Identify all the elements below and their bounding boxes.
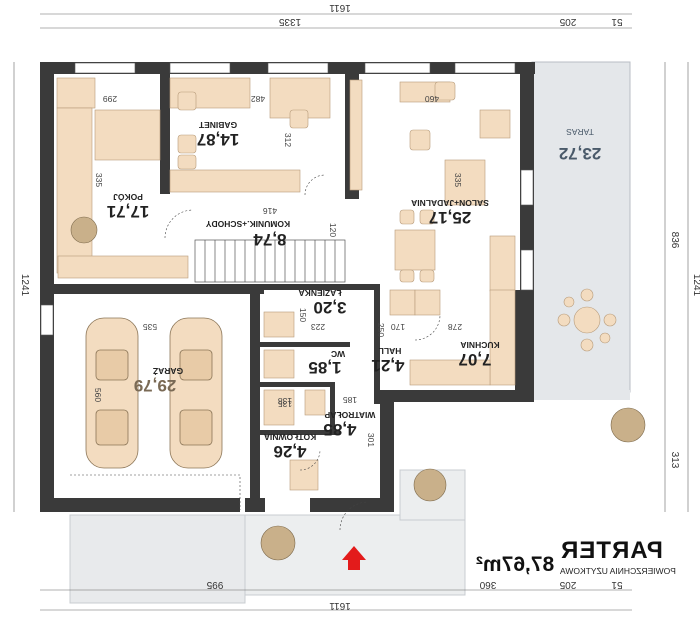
- pokoj-dim-w: 299: [103, 94, 117, 104]
- garaz-name: GARAŻ: [153, 366, 183, 376]
- wiatrolap-area: 4,85: [323, 420, 356, 439]
- kuchnia-name: KUCHNIA: [460, 340, 499, 350]
- plan-title-main: PARTER: [560, 537, 663, 564]
- plan-title-sub: POWIERZCHNIA UŻYTKOWA: [560, 566, 676, 576]
- dim-bottom-b: 360: [479, 579, 496, 590]
- lazienka-dim-h: 150: [298, 308, 308, 322]
- salon-dim-w: 460: [425, 94, 439, 104]
- dim-right-total: 1241: [691, 274, 700, 297]
- garaz-area: 29,79: [134, 376, 177, 395]
- kotlownia-name: KOTŁOWNIA: [264, 432, 316, 442]
- dim-right-a: 836: [669, 232, 680, 249]
- dim-top-a: 1335: [278, 16, 301, 27]
- komunik-area: 8,74: [253, 230, 287, 249]
- garaz-dim-h: 560: [93, 388, 103, 402]
- gabinet-name: GABINET: [198, 120, 237, 130]
- pokoj-area: 17,71: [107, 202, 150, 221]
- hall-dim-h: 250: [376, 323, 386, 337]
- dim-top-b: 205: [559, 16, 576, 27]
- komunik-name: KOMUNIK.+SCHODY: [206, 219, 291, 229]
- wc-name: WC: [331, 349, 345, 359]
- car-icon: [85, 317, 223, 469]
- taras-area: 23,72: [559, 144, 602, 163]
- hall-name: HALL: [379, 346, 402, 356]
- wc-area: 1,85: [308, 358, 341, 377]
- kotlownia-dim-w: 138: [278, 396, 292, 406]
- wiatrolap-name: WIATROŁAP: [324, 410, 375, 420]
- dim-bottom-a: 995: [206, 579, 223, 590]
- dim-left-total: 1241: [19, 274, 30, 297]
- kuchnia-area: 7,07: [458, 350, 491, 369]
- gabinet-area: 14,87: [197, 130, 240, 149]
- dim-right-b: 313: [669, 452, 680, 469]
- lazienka-area: 3,20: [313, 298, 346, 317]
- plan-title: PARTER POWIERZCHNIA UŻYTKOWA: [560, 537, 700, 576]
- dimension-labels: 1611 1335 205 51 995 360 205 51 1611 124…: [19, 2, 700, 611]
- wiatrolap-dim-h: 301: [366, 433, 376, 447]
- room-labels: 299 335 POKÓJ 17,71 482 312 GABINET 14,8…: [93, 94, 601, 461]
- kuchnia-dim-w: 278: [448, 322, 462, 332]
- gabinet-dim-h: 312: [283, 133, 293, 147]
- wiatrolap-dim-w: 185: [343, 395, 357, 405]
- taras-name: TARAS: [566, 127, 594, 137]
- doors: [70, 174, 441, 531]
- dim-bottom-d: 51: [611, 579, 623, 590]
- dim-top-total: 1611: [329, 2, 351, 13]
- stairs: [194, 239, 346, 283]
- pokoj-dim-h: 335: [94, 173, 104, 187]
- usable-area: 87,67m²: [476, 553, 555, 576]
- salon-name: SALON+JADALNIA: [411, 198, 489, 208]
- hall-area: 4,21: [371, 356, 404, 375]
- lazienka-dim-w: 223: [311, 322, 325, 332]
- dim-bottom-c: 205: [559, 579, 576, 590]
- chairs: [177, 81, 617, 352]
- gabinet-dim-w: 482: [251, 94, 265, 104]
- pokoj-name: POKÓJ: [113, 192, 143, 203]
- salon-dim-h: 335: [453, 173, 463, 187]
- dim-top-c: 51: [611, 16, 623, 27]
- komunik-dim-w: 416: [263, 206, 277, 216]
- plant-icon: [70, 216, 646, 561]
- dimension-lines: [13, 13, 689, 611]
- komunik-dim-h: 120: [328, 223, 338, 237]
- windows: [40, 62, 534, 336]
- garaz-dim-w: 535: [143, 322, 157, 332]
- kotlownia-area: 4,26: [273, 442, 306, 461]
- salon-area: 25,17: [429, 208, 472, 227]
- dim-bottom-total: 1611: [329, 600, 351, 611]
- entrance-arrow-icon: [342, 546, 366, 570]
- lazienka-name: ŁAZIENKA: [299, 288, 342, 298]
- wc-dim-w: 135: [278, 399, 292, 409]
- hall-dim-w: 170: [391, 322, 405, 332]
- terrace-area: [69, 61, 631, 604]
